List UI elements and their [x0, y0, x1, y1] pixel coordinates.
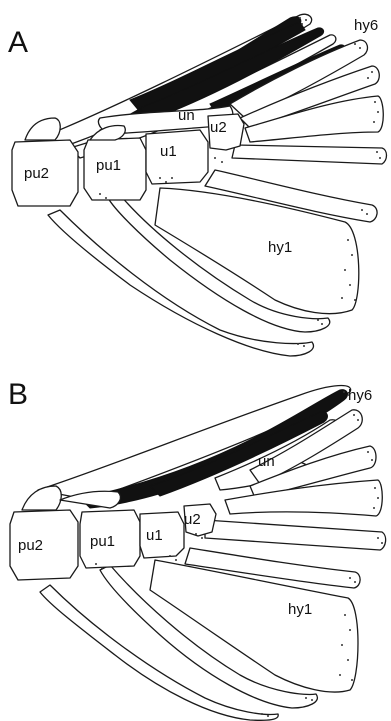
panel-b: B [8, 378, 386, 720]
panel-a-label-pu1: pu1 [96, 157, 121, 174]
panel-b-label-hy1: hy1 [288, 601, 312, 618]
panel-b-label: B [8, 378, 28, 411]
panel-b-label-u2: u2 [184, 511, 201, 528]
panel-b-neural-pu2 [22, 486, 61, 510]
panel-a-label-u2: u2 [210, 119, 227, 136]
panel-b-hy3 [205, 520, 386, 550]
panel-a: A [8, 14, 387, 356]
panel-b-label-un: un [258, 453, 275, 470]
panel-b-label-pu1: pu1 [90, 533, 115, 550]
panel-a-label-un: un [178, 107, 195, 124]
panel-a-label-u1: u1 [160, 143, 177, 160]
panel-a-label-hy1: hy1 [268, 239, 292, 256]
panel-a-hy3 [232, 145, 387, 164]
panel-a-u1-centrum [146, 130, 208, 184]
panel-b-label-pu2: pu2 [18, 537, 43, 554]
panel-b-label-hy6: hy6 [348, 387, 372, 404]
panel-a-neural-pu2 [25, 118, 60, 140]
panel-b-label-u1: u1 [146, 527, 163, 544]
panel-a-label-pu2: pu2 [24, 165, 49, 182]
panel-a-label: A [8, 26, 28, 59]
panel-a-label-hy6: hy6 [354, 17, 378, 34]
